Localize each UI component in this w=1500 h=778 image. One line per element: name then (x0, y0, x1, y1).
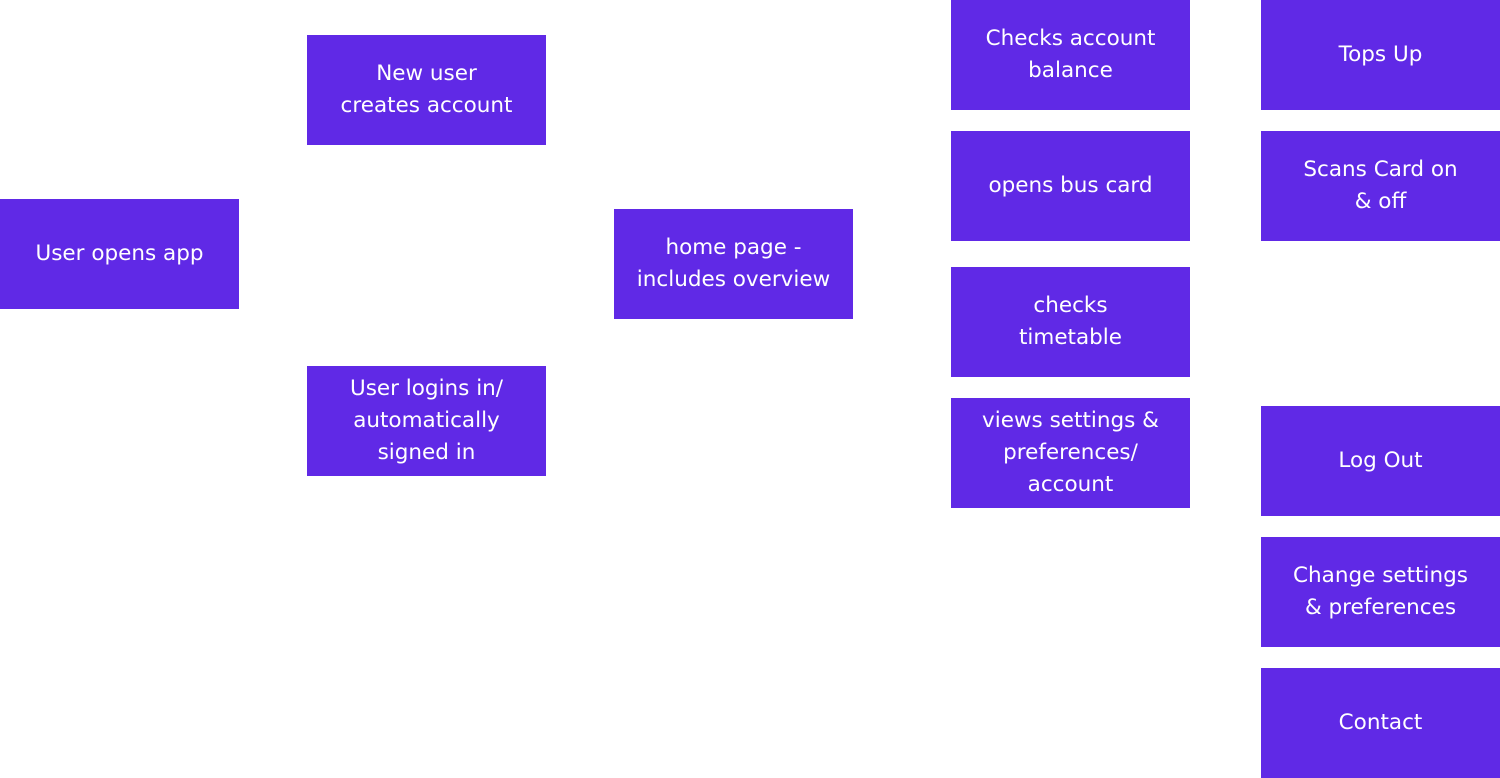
node-user-opens-app: User opens app (0, 199, 239, 309)
node-opens-bus-card: opens bus card (951, 131, 1190, 241)
node-checks-account-balance: Checks account balance (951, 0, 1190, 110)
node-change-settings: Change settings & preferences (1261, 537, 1500, 647)
node-log-out: Log Out (1261, 406, 1500, 516)
node-views-settings: views settings & preferences/ account (951, 398, 1190, 508)
node-new-user-creates-account: New user creates account (307, 35, 546, 145)
node-user-logins-in: User logins in/ automatically signed in (307, 366, 546, 476)
node-tops-up: Tops Up (1261, 0, 1500, 110)
node-contact: Contact (1261, 668, 1500, 778)
node-home-page: home page - includes overview (614, 209, 853, 319)
node-checks-timetable: checks timetable (951, 267, 1190, 377)
node-scans-card: Scans Card on & off (1261, 131, 1500, 241)
